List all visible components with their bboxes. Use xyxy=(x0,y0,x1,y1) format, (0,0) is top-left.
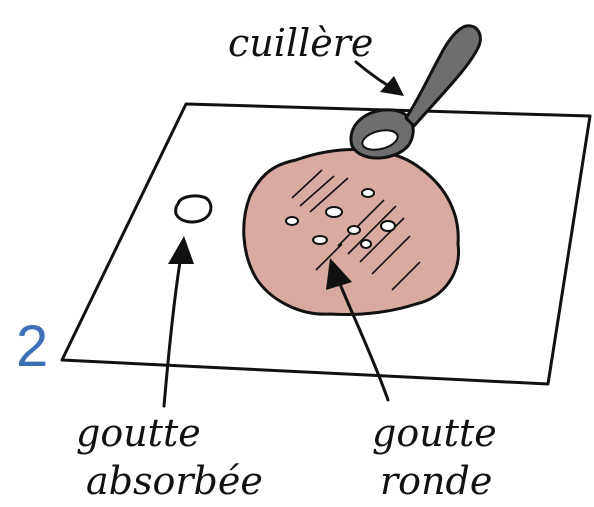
stain-hatching xyxy=(291,169,421,291)
spoon-icon xyxy=(349,24,482,160)
label-absorbed-line1: goutte xyxy=(76,411,201,455)
arrow-round xyxy=(326,258,390,402)
arrow-spoon xyxy=(354,60,404,96)
stain-bubbles xyxy=(285,188,396,249)
label-round-line1: goutte xyxy=(372,411,497,455)
arrow-absorbed xyxy=(162,236,194,408)
label-round-line2: ronde xyxy=(380,459,492,503)
label-absorbed-line2: absorbée xyxy=(86,459,263,503)
step-number: 2 xyxy=(16,314,49,379)
absorbed-drop xyxy=(174,194,213,224)
label-spoon: cuillère xyxy=(228,21,373,65)
